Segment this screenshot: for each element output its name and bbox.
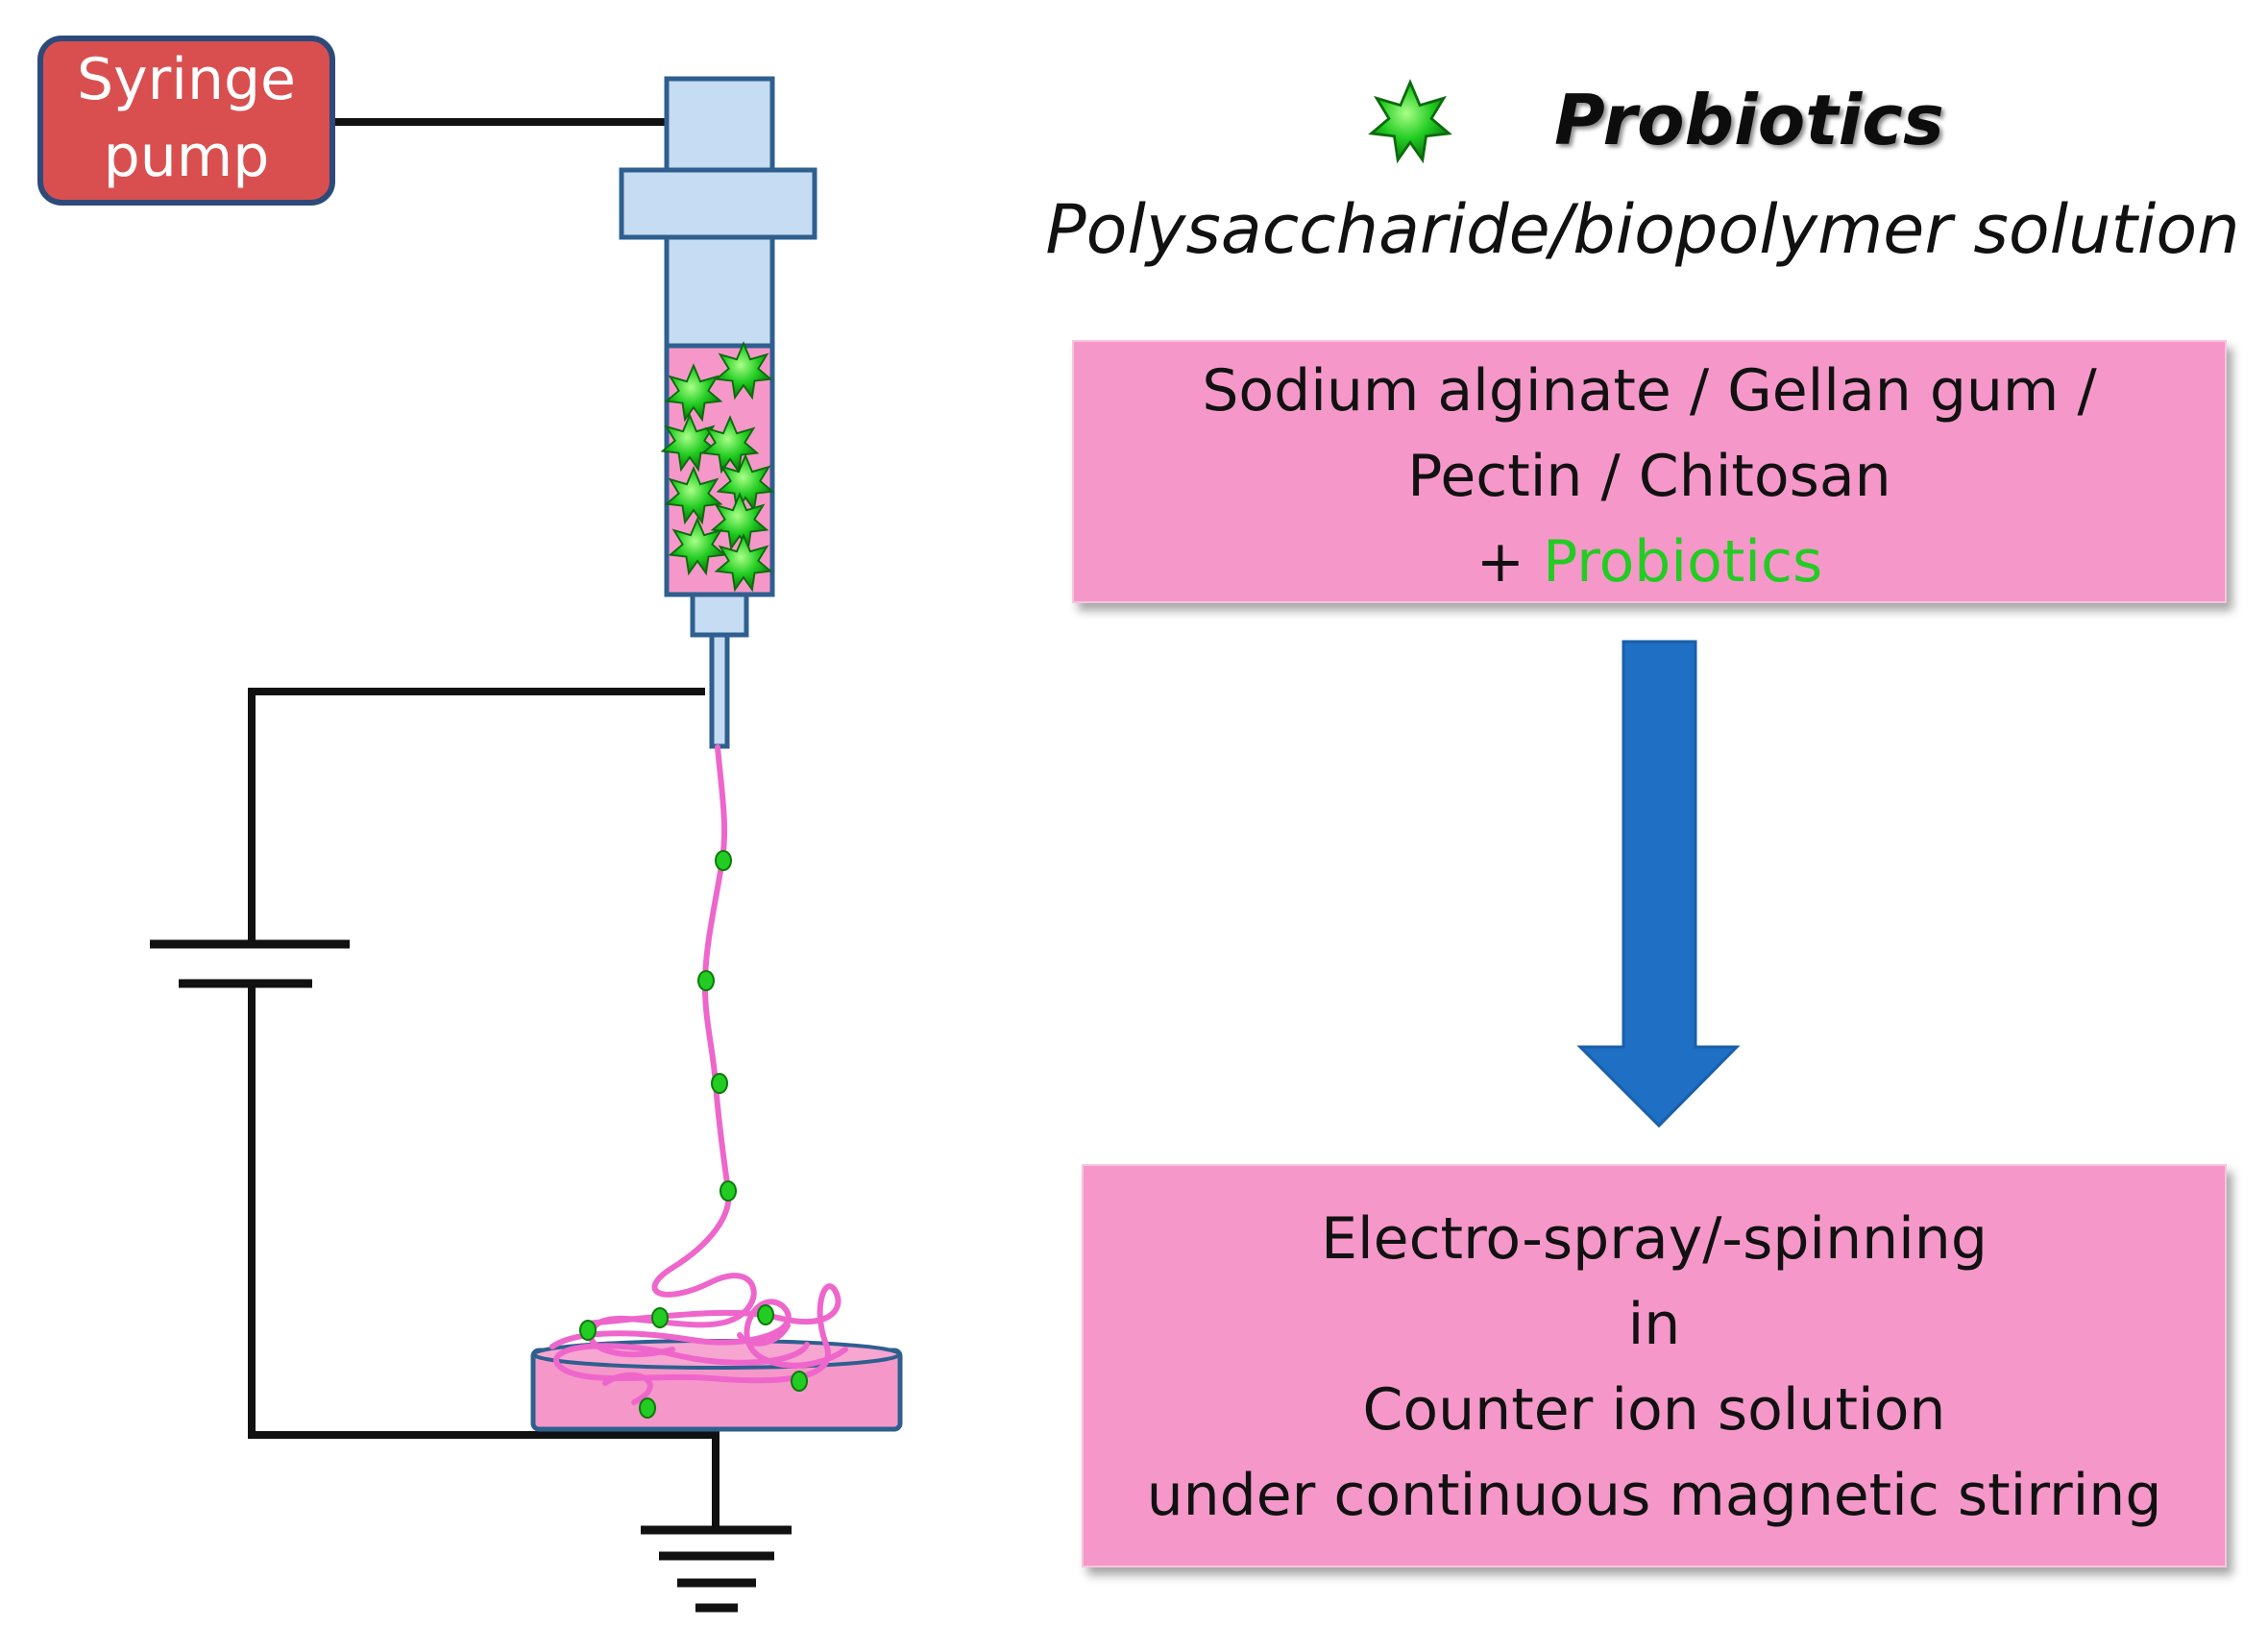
fiber-jet-path — [587, 744, 757, 1358]
ingredients-line3-probiotics: Probiotics — [1543, 528, 1822, 595]
ingredients-line1: Sodium alginate / Gellan gum / — [1202, 357, 2097, 425]
probiotic-dot — [719, 1180, 737, 1202]
probiotic-dot — [579, 1320, 597, 1341]
fiber-coil-path-1 — [553, 1283, 841, 1384]
ground-symbol-icon — [641, 1525, 792, 1613]
syringe-needle — [709, 632, 730, 749]
battery-symbol-icon — [150, 939, 350, 988]
electrospun-jet — [549, 744, 848, 1405]
syringe-pump-box: Syringe pump — [37, 36, 335, 206]
collector-wire — [248, 980, 719, 1439]
legend: Probiotics Polysaccharide/biopolymer sol… — [1045, 80, 2239, 269]
probiotic-dot — [651, 1307, 669, 1328]
probiotic-dot — [791, 1371, 808, 1392]
probiotic-dot — [697, 970, 715, 991]
process-box-rect — [1082, 1164, 2227, 1567]
probiotic-dot — [715, 850, 732, 871]
down-arrow-shape — [1576, 640, 1741, 1129]
fiber-coil-path-2 — [549, 1299, 848, 1369]
ingredients-line3-prefix: + — [1476, 528, 1543, 595]
process-box: Electro-spray/-spinning in Counter ion s… — [1082, 1164, 2227, 1567]
syringe — [619, 76, 817, 749]
ingredients-box-rect — [1072, 340, 2227, 603]
process-line1: Electro-spray/-spinning — [1321, 1205, 1988, 1273]
probiotic-dot — [639, 1397, 656, 1419]
process-line4: under continuous magnetic stirring — [1147, 1462, 2162, 1529]
syringe-pump-rect — [37, 36, 335, 206]
syringe-tip — [690, 592, 749, 638]
syringe-flange — [619, 167, 817, 240]
legend-solution-label: Polysaccharide/biopolymer solution — [1045, 190, 2239, 269]
syringe-plunger-top — [664, 76, 775, 173]
probiotic-dot — [711, 1073, 728, 1094]
ingredients-line3: + Probiotics — [1476, 528, 1822, 595]
circuit-wires — [248, 118, 719, 1534]
legend-star-icon — [1370, 81, 1451, 162]
needle-wire — [248, 688, 705, 948]
collector-dish — [530, 1339, 903, 1432]
ingredients-box: Sodium alginate / Gellan gum / Pectin / … — [1072, 340, 2227, 603]
probiotic-dot — [757, 1304, 774, 1325]
down-arrow-icon — [1576, 640, 1741, 1129]
fiber-coil-path-3 — [602, 1323, 791, 1405]
syringe-pump-label-line2: pump — [104, 123, 270, 190]
process-line2: in — [1628, 1291, 1681, 1358]
process-line3: Counter ion solution — [1363, 1376, 1946, 1444]
jet-probiotic-dots — [579, 850, 808, 1419]
syringe-pump-label-line1: Syringe — [77, 46, 296, 113]
legend-probiotics-label: Probiotics — [1554, 80, 1944, 160]
ingredients-line2: Pectin / Chitosan — [1407, 443, 1890, 510]
